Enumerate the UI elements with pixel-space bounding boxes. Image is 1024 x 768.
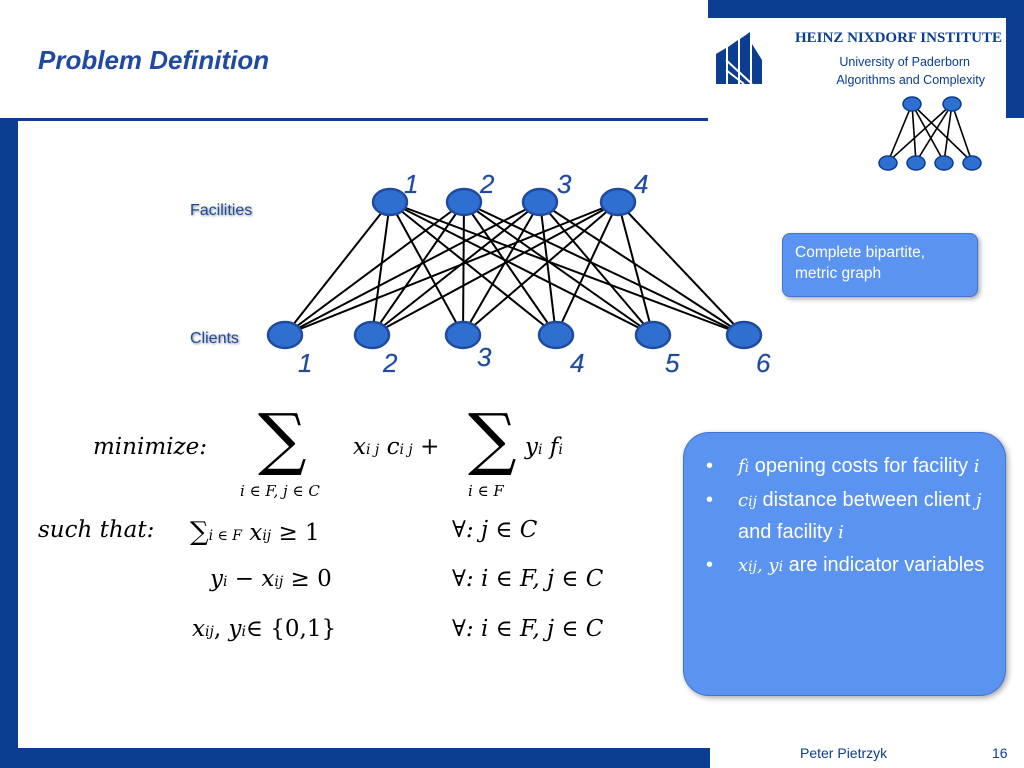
bullet-dot: •	[706, 455, 714, 477]
sum-symbol: ∑	[468, 400, 517, 479]
constraint-1-forall: ∀: j ∈ C	[452, 517, 538, 543]
slide-title: Problem Definition	[38, 45, 270, 75]
client-number: 3	[477, 342, 492, 372]
client-node	[634, 320, 672, 350]
definitions-box: • fi opening costs for facility i • cij …	[683, 432, 1006, 696]
such-that-label: such that:	[38, 517, 155, 543]
client-node	[725, 320, 763, 350]
constraint-3-forall: ∀: i ∈ F, j ∈ C	[452, 616, 604, 642]
institute-group: Algorithms and Complexity	[836, 73, 985, 87]
client-number: 4	[570, 348, 584, 378]
facility-node	[445, 187, 483, 217]
facility-node	[521, 187, 559, 217]
left-sidebar-bar	[0, 120, 18, 748]
client-number: 5	[665, 348, 680, 378]
list-item: • fi opening costs for facility i	[706, 451, 991, 483]
graph-callout-box: Complete bipartite, metric graph	[782, 233, 978, 297]
footer-bar	[0, 748, 710, 768]
mini-bipartite-graph-icon	[878, 96, 982, 171]
list-item: • xij, yi are indicator variables	[706, 550, 991, 582]
page-number: 16	[992, 745, 1008, 761]
sum1-index: i ∈ F, j ∈ C	[240, 482, 320, 500]
facility-number: 3	[557, 169, 572, 199]
bipartite-graph: 1 2 3 4 1 2 3 4 5 6	[266, 169, 771, 378]
minimize-label: minimize:	[93, 434, 207, 460]
facility-node	[371, 187, 409, 217]
client-number: 2	[382, 348, 398, 378]
bullet-dot: •	[706, 554, 714, 576]
objective-term-xc: xi j ci j +	[353, 434, 440, 460]
client-node	[353, 320, 391, 350]
institute-logo-icon	[716, 32, 762, 85]
sum-symbol: ∑	[258, 400, 307, 479]
constraint-2-forall: ∀: i ∈ F, j ∈ C	[452, 566, 604, 592]
client-node	[266, 320, 304, 350]
facilities-label: Facilities	[190, 202, 253, 219]
facility-number: 2	[479, 169, 495, 199]
client-number: 6	[756, 348, 771, 378]
institute-university: University of Paderborn	[839, 55, 970, 69]
top-divider-bar	[0, 118, 708, 121]
footer-author: Peter Pietrzyk	[800, 745, 888, 761]
constraint-1: ∑i ∈ F xij ≥ 1	[190, 517, 320, 547]
logo-frame-top	[708, 0, 1024, 18]
constraint-2: yi − xij ≥ 0	[210, 566, 332, 592]
constraint-3: xij, yi∈ {0,1}	[192, 616, 337, 642]
client-number: 1	[298, 348, 312, 378]
facility-node	[599, 187, 637, 217]
clients-label: Clients	[190, 330, 239, 347]
bullet-dot: •	[706, 489, 714, 511]
objective-term-yf: yi fi	[525, 434, 563, 460]
facility-number: 1	[404, 169, 418, 199]
list-item: • cij distance between client j and faci…	[706, 485, 991, 548]
facility-number: 4	[634, 169, 648, 199]
logo-frame-right	[1006, 0, 1024, 118]
institute-name: HEINZ NIXDORF INSTITUTE	[795, 30, 1002, 46]
sum2-index: i ∈ F	[468, 482, 504, 500]
client-node	[537, 320, 575, 350]
client-node	[444, 320, 482, 350]
